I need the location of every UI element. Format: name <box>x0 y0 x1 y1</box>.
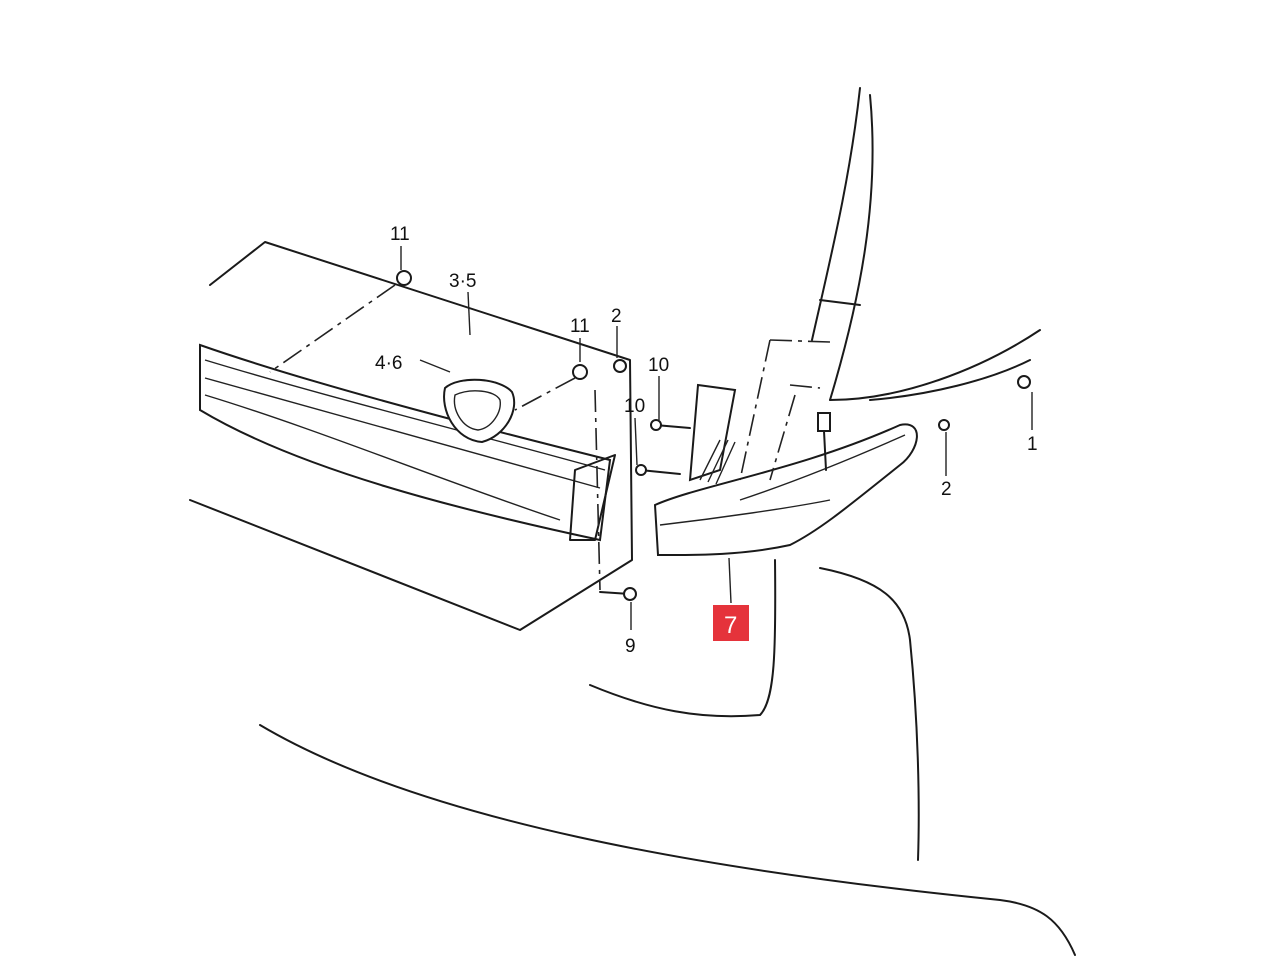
callout-7-highlighted[interactable]: 7 <box>713 605 749 641</box>
callout-7: 7 <box>724 612 737 639</box>
vehicle-body-outline <box>189 87 1076 956</box>
callout-11-top: 11 <box>390 224 410 245</box>
clip-2-mid <box>613 359 627 373</box>
callout-9: 9 <box>625 636 636 657</box>
callout-4-6: 4·6 <box>375 353 402 374</box>
clip-2-right <box>938 419 950 431</box>
callout-2-right: 2 <box>941 479 952 500</box>
callout-10-upper: 10 <box>648 355 669 376</box>
highlight-box <box>713 605 749 641</box>
callout-10-lower: 10 <box>624 396 645 417</box>
callout-1: 1 <box>1027 434 1038 455</box>
callout-3-5: 3·5 <box>449 271 476 292</box>
leader-lines <box>269 246 1033 630</box>
nut-11-mid <box>572 364 588 380</box>
fasteners <box>396 270 1031 601</box>
clip-1 <box>1017 375 1031 389</box>
front-grille-lamp-assembly <box>199 343 616 542</box>
nut-11-top <box>396 270 412 286</box>
callout-11-mid: 11 <box>570 316 590 337</box>
callout-2-mid: 2 <box>611 306 622 327</box>
side-marker-lamp <box>653 383 918 557</box>
